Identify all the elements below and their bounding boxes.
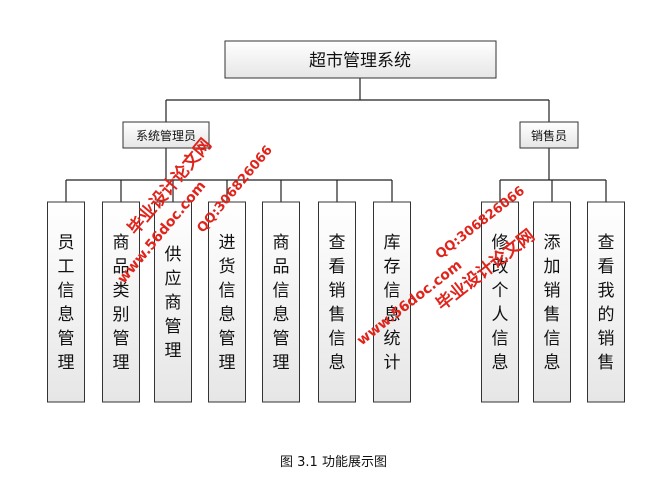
admin-function-label-6: 查看销售信息 bbox=[329, 233, 346, 373]
admin-function-node-1: 员工信息管理 bbox=[47, 201, 85, 403]
sales-function-group: 修改个人信息 添加销售信息 查看我的销售 bbox=[481, 201, 625, 403]
figure-caption: 图 3.1 功能展示图 bbox=[280, 455, 387, 470]
admin-function-node-6: 查看销售信息 bbox=[318, 201, 356, 403]
admin-function-label-1: 员工信息管理 bbox=[58, 233, 75, 373]
role-node-admin: 系统管理员 bbox=[122, 121, 210, 149]
admin-function-node-2: 商品类别管理 bbox=[102, 201, 140, 403]
role-node-sales: 销售员 bbox=[519, 121, 579, 149]
sales-function-label-3: 查看我的销售 bbox=[598, 233, 615, 373]
root-label: 超市管理系统 bbox=[309, 51, 411, 71]
admin-function-label-3: 供应商管理 bbox=[165, 245, 182, 361]
admin-function-node-5: 商品信息管理 bbox=[262, 201, 300, 403]
sales-function-node-1: 修改个人信息 bbox=[481, 201, 519, 403]
admin-function-label-2: 商品类别管理 bbox=[113, 233, 130, 373]
admin-function-group: 员工信息管理 商品类别管理 供应商管理 进货信息管理 商品信息管理 查看销售信息 库存信息统… bbox=[47, 201, 411, 403]
sales-function-label-1: 修改个人信息 bbox=[492, 233, 509, 373]
sales-function-node-2: 添加销售信息 bbox=[533, 201, 571, 403]
admin-function-node-4: 进货信息管理 bbox=[208, 201, 246, 403]
connector-lines bbox=[65, 78, 607, 202]
admin-function-node-7: 库存信息统计 bbox=[373, 201, 411, 403]
sales-function-label-2: 添加销售信息 bbox=[544, 233, 561, 373]
admin-function-node-3: 供应商管理 bbox=[154, 201, 192, 403]
admin-function-label-5: 商品信息管理 bbox=[273, 233, 290, 373]
role-label-admin: 系统管理员 bbox=[136, 128, 196, 143]
admin-function-label-7: 库存信息统计 bbox=[384, 233, 401, 373]
role-label-sales: 销售员 bbox=[531, 128, 567, 143]
sales-function-node-3: 查看我的销售 bbox=[587, 201, 625, 403]
root-node: 超市管理系统 bbox=[224, 40, 497, 79]
admin-function-label-4: 进货信息管理 bbox=[219, 233, 236, 373]
